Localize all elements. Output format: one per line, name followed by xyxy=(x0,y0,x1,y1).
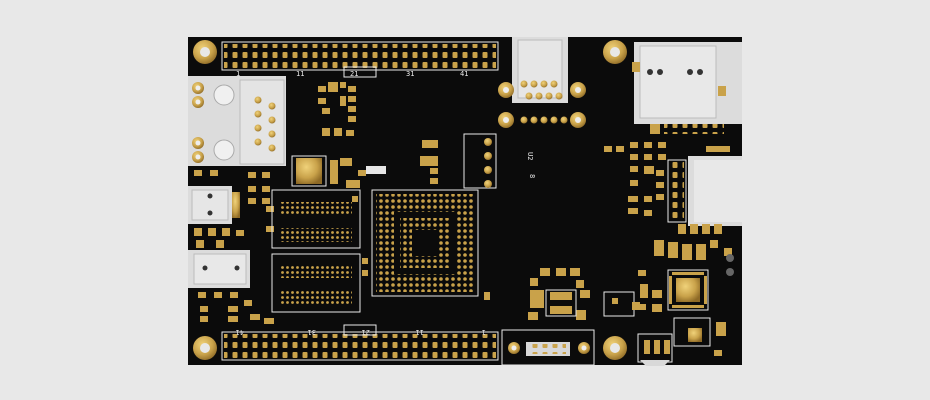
passive-pads-right xyxy=(604,142,722,234)
sd-card-connector xyxy=(632,42,742,134)
switch-outline xyxy=(603,291,640,317)
ethernet-phy-ic xyxy=(667,269,709,311)
top-label-1: 1 xyxy=(236,70,240,78)
ram-side-pads xyxy=(352,196,368,276)
top-label-31: 31 xyxy=(406,70,414,78)
usb-host-connector xyxy=(498,37,586,128)
hdmi-connector xyxy=(667,146,742,226)
top-label-11: 11 xyxy=(296,70,304,78)
bottom-label-11: 11 xyxy=(416,328,424,336)
mounting-hole-tl xyxy=(193,40,217,64)
crystal-oscillator xyxy=(673,317,726,356)
top-pin-header xyxy=(221,41,499,78)
lower-right-components xyxy=(638,240,734,312)
top-label-41: 41 xyxy=(460,70,468,78)
bottom-pin-header xyxy=(221,324,499,361)
ram-chip-bottom xyxy=(271,253,361,313)
bottom-usb-connector xyxy=(501,329,595,366)
bottom-label-1: 1 xyxy=(482,328,486,336)
power-inductor xyxy=(545,289,577,317)
mounting-hole-bl xyxy=(193,336,217,360)
cpu-side-pad xyxy=(484,292,490,300)
silk-mark-a: U2 xyxy=(526,152,534,160)
passive-pads-center xyxy=(420,140,438,184)
regulator-ic xyxy=(291,155,338,187)
bottom-right-jack xyxy=(637,333,673,366)
bottom-label-41: 41 xyxy=(236,328,244,336)
ethernet-jack xyxy=(188,76,286,166)
pin-header-small xyxy=(463,133,497,189)
top-label-21: 21 xyxy=(350,70,358,78)
passive-pads-left xyxy=(194,170,274,324)
power-section xyxy=(528,268,590,320)
cpu-bga xyxy=(371,189,479,297)
bottom-label-31: 31 xyxy=(308,328,316,336)
power-connector-left xyxy=(188,250,250,288)
passive-pads-upper xyxy=(318,82,366,188)
mounting-hole-br xyxy=(603,336,627,360)
mounting-hole-tr xyxy=(603,40,627,64)
bottom-label-21: 21 xyxy=(362,328,370,336)
usb-connector-left xyxy=(188,186,240,224)
crystal xyxy=(366,166,386,174)
ram-chip-top xyxy=(271,189,361,249)
silk-mark-b: 8 xyxy=(528,174,536,178)
